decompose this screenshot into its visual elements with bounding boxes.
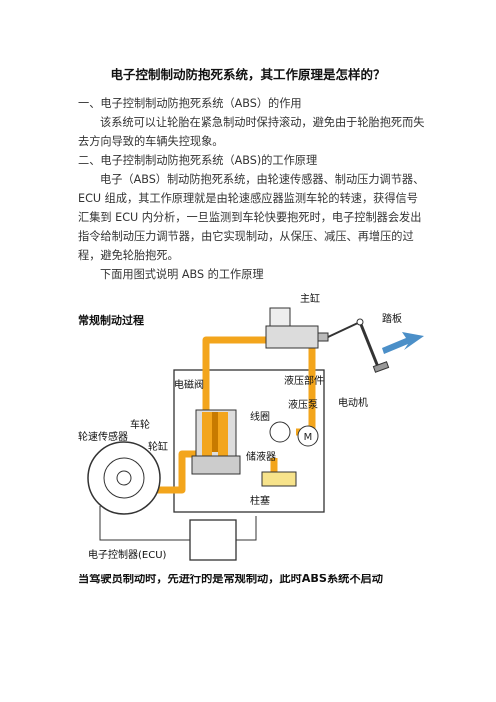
section1-body: 该系统可以让轮胎在紧急制动时保持滚动，避免由于轮胎抱死而失去方向导致的车辆失控现… xyxy=(78,116,425,148)
reservoir xyxy=(261,471,297,487)
figure-caption: 当驾驶员制动时，先进行的是常规制动，此时ABS系统不启动 xyxy=(78,574,383,584)
label-hydraulic-unit: 液压部件 xyxy=(284,374,324,387)
solenoid-valve xyxy=(191,409,241,475)
brake-pedal xyxy=(356,318,390,373)
section2-heading: 二、电子控制制动防抱死系统（ABS)的工作原理 xyxy=(78,154,318,167)
section1-heading: 一、电子控制制动防抱死系统（ABS）的作用 xyxy=(78,97,302,110)
label-coil: 线圈 xyxy=(250,410,270,423)
label-wheel-speed-sensor: 轮速传感器 xyxy=(78,430,128,443)
motor-symbol: M xyxy=(304,432,313,443)
abs-diagram: M 常规制动过程 主缸 踏板 液压部件 电磁阀 液压泵 电动机 线圈 车轮 轮速… xyxy=(78,292,424,561)
page-title: 电子控制制动防抱死系统，其工作原理是怎样的？ xyxy=(110,67,386,82)
wheel xyxy=(87,441,161,515)
ecu-wires xyxy=(99,506,257,541)
label-wheel: 车轮 xyxy=(130,418,150,431)
label-wheel-cylinder: 轮缸 xyxy=(148,440,168,453)
pedal-arrow xyxy=(382,332,424,354)
motor xyxy=(297,425,319,447)
master-cylinder xyxy=(265,307,361,349)
section2-intro: 下面用图式说明 ABS 的工作原理 xyxy=(100,268,264,281)
label-pump: 液压泵 xyxy=(288,398,318,411)
figure-title: 常规制动过程 xyxy=(78,313,144,327)
hydraulic-unit-box xyxy=(173,369,325,513)
pump xyxy=(269,421,291,443)
label-ecu: 电子控制器(ECU) xyxy=(88,548,167,561)
label-master-cylinder: 主缸 xyxy=(300,292,320,305)
ecu-box xyxy=(189,519,237,561)
label-plunger: 柱塞 xyxy=(250,494,270,507)
label-reservoir: 储液器 xyxy=(246,450,276,463)
label-pedal: 踏板 xyxy=(382,312,402,325)
section2-body: 电子（ABS）制动防抱死系统，由轮速传感器、制动压力调节器、ECU 组成，其工作… xyxy=(78,173,425,262)
label-motor: 电动机 xyxy=(338,396,368,409)
label-solenoid-valve: 电磁阀 xyxy=(174,378,204,391)
